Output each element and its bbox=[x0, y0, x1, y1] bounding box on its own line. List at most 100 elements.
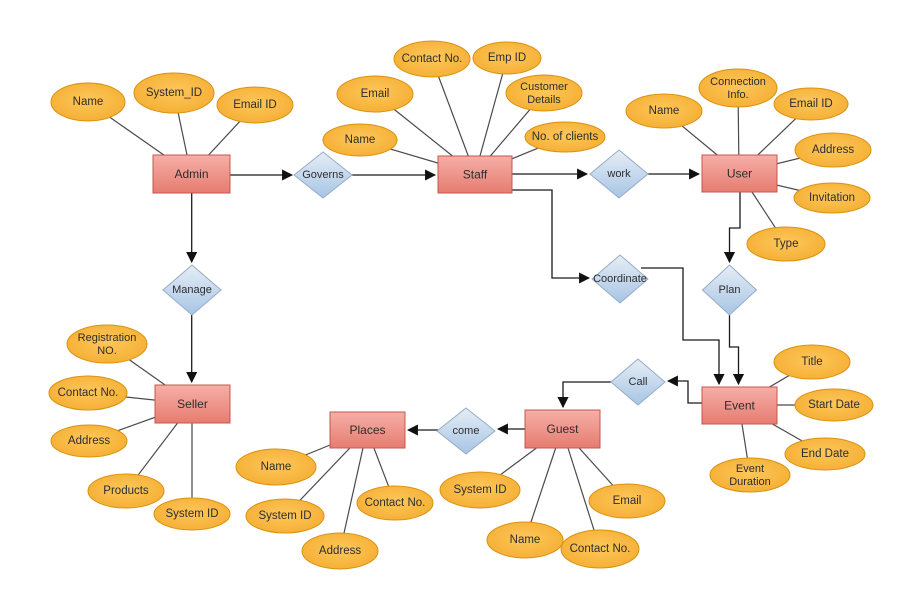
svg-text:Contact No.: Contact No. bbox=[365, 497, 426, 509]
svg-text:Contact No.: Contact No. bbox=[570, 543, 631, 555]
connector-plan-event bbox=[728, 315, 745, 386]
attribute-staff-emp-id: Emp ID bbox=[472, 41, 542, 75]
relationship-manage: Manage bbox=[162, 264, 222, 316]
relationship-work: work bbox=[589, 149, 649, 199]
relationships: Governs work Manage Coordinate Plan Call… bbox=[162, 149, 758, 455]
entity-staff: Staff bbox=[437, 155, 513, 194]
svg-text:Info.: Info. bbox=[727, 89, 748, 101]
svg-text:Call: Call bbox=[629, 376, 648, 388]
svg-text:Email ID: Email ID bbox=[233, 99, 276, 111]
attribute-guest-contact-no: Contact No. bbox=[560, 529, 640, 569]
svg-text:Registration: Registration bbox=[78, 332, 137, 344]
entity-guest: Guest bbox=[524, 409, 601, 449]
svg-text:End Date: End Date bbox=[801, 448, 849, 460]
attribute-staff-name: Name bbox=[322, 123, 398, 157]
attribute-staff-customer-details: Customer Details bbox=[505, 74, 583, 112]
svg-text:NO.: NO. bbox=[97, 345, 117, 357]
svg-text:Name: Name bbox=[649, 105, 680, 117]
attribute-event-end-date: End Date bbox=[784, 437, 866, 471]
svg-text:System ID: System ID bbox=[258, 510, 311, 522]
attribute-seller-system-id: System ID bbox=[153, 497, 231, 531]
svg-text:Seller: Seller bbox=[177, 397, 208, 411]
attribute-user-name: Name bbox=[625, 93, 703, 129]
attribute-event-start-date: Start Date bbox=[794, 388, 874, 422]
svg-text:Start Date: Start Date bbox=[808, 399, 860, 411]
attribute-admin-system-id: System_ID bbox=[133, 72, 215, 114]
entity-seller: Seller bbox=[154, 384, 231, 424]
svg-text:Name: Name bbox=[510, 534, 541, 546]
svg-text:Details: Details bbox=[527, 94, 561, 106]
relationship-come: come bbox=[436, 407, 496, 455]
svg-text:Plan: Plan bbox=[718, 284, 740, 296]
attribute-user-connection-info: Connection Info. bbox=[698, 68, 778, 108]
svg-text:Connection: Connection bbox=[710, 76, 766, 88]
attribute-admin-email-id: Email ID bbox=[216, 86, 294, 124]
svg-text:Email: Email bbox=[361, 88, 390, 100]
svg-text:Contact No.: Contact No. bbox=[402, 53, 463, 65]
svg-text:come: come bbox=[453, 425, 480, 437]
connector-event-call bbox=[666, 375, 702, 404]
relationship-connectors bbox=[186, 168, 745, 436]
svg-text:Name: Name bbox=[73, 96, 104, 108]
svg-text:Type: Type bbox=[774, 238, 799, 250]
attribute-user-email-id: Email ID bbox=[773, 87, 849, 121]
relationship-call: Call bbox=[610, 358, 666, 406]
connector-user-plan bbox=[723, 192, 741, 264]
svg-text:Email: Email bbox=[613, 495, 642, 507]
attribute-places-system-id: System ID bbox=[245, 498, 325, 534]
attribute-admin-name: Name bbox=[50, 82, 126, 122]
svg-text:Places: Places bbox=[349, 423, 385, 437]
attribute-guest-email: Email bbox=[588, 483, 666, 519]
relationship-coordinate: Coordinate bbox=[591, 254, 649, 304]
svg-text:Contact No.: Contact No. bbox=[58, 387, 119, 399]
attribute-user-invitation: Invitation bbox=[793, 182, 871, 214]
entity-user: User bbox=[701, 154, 778, 193]
connector-staff-coordinate bbox=[512, 189, 591, 284]
attribute-event-duration: Event Duration bbox=[709, 457, 791, 493]
attribute-user-type: Type bbox=[746, 226, 826, 262]
svg-text:No. of clients: No. of clients bbox=[532, 131, 599, 143]
svg-text:work: work bbox=[606, 168, 631, 180]
attribute-guest-name: Name bbox=[486, 521, 564, 559]
svg-text:Staff: Staff bbox=[463, 168, 488, 182]
svg-text:Guest: Guest bbox=[546, 422, 579, 436]
entity-places: Places bbox=[329, 411, 406, 449]
attribute-places-name: Name bbox=[235, 448, 317, 486]
attribute-seller-address: Address bbox=[50, 424, 128, 458]
connector-coordinate-event bbox=[641, 267, 725, 386]
relationship-governs: Governs bbox=[293, 151, 353, 199]
svg-text:Customer: Customer bbox=[520, 81, 568, 93]
entity-event: Event bbox=[701, 386, 778, 425]
attribute-seller-contact-no: Contact No. bbox=[48, 375, 128, 411]
attributes: Name System_ID Email ID Email Name Conta… bbox=[48, 40, 874, 570]
svg-text:Name: Name bbox=[261, 461, 292, 473]
svg-text:Name: Name bbox=[345, 134, 376, 146]
svg-text:User: User bbox=[727, 167, 752, 181]
attribute-guest-system-id: System ID bbox=[439, 471, 521, 509]
attribute-seller-registration-no: Registration NO. bbox=[66, 324, 148, 364]
attribute-staff-email: Email bbox=[336, 75, 414, 113]
connector-call-guest bbox=[557, 381, 611, 409]
svg-text:System ID: System ID bbox=[453, 484, 506, 496]
attribute-places-address: Address bbox=[301, 532, 379, 570]
attribute-places-contact-no: Contact No. bbox=[356, 485, 434, 521]
svg-text:Coordinate: Coordinate bbox=[593, 273, 647, 285]
svg-text:Invitation: Invitation bbox=[809, 192, 855, 204]
svg-text:Address: Address bbox=[319, 545, 361, 557]
svg-text:Emp ID: Emp ID bbox=[488, 52, 526, 64]
attribute-seller-products: Products bbox=[87, 473, 165, 509]
svg-text:Manage: Manage bbox=[172, 284, 212, 296]
attribute-event-title: Title bbox=[773, 344, 851, 380]
svg-text:System_ID: System_ID bbox=[146, 87, 202, 99]
entity-admin: Admin bbox=[152, 154, 231, 194]
svg-text:System ID: System ID bbox=[165, 508, 218, 520]
svg-text:Event: Event bbox=[724, 399, 755, 413]
svg-text:Admin: Admin bbox=[174, 167, 208, 181]
attribute-staff-contact-no: Contact No. bbox=[393, 40, 471, 78]
svg-text:Address: Address bbox=[812, 144, 854, 156]
svg-text:Duration: Duration bbox=[729, 476, 771, 488]
svg-text:Title: Title bbox=[801, 356, 822, 368]
svg-text:Event: Event bbox=[736, 463, 764, 475]
